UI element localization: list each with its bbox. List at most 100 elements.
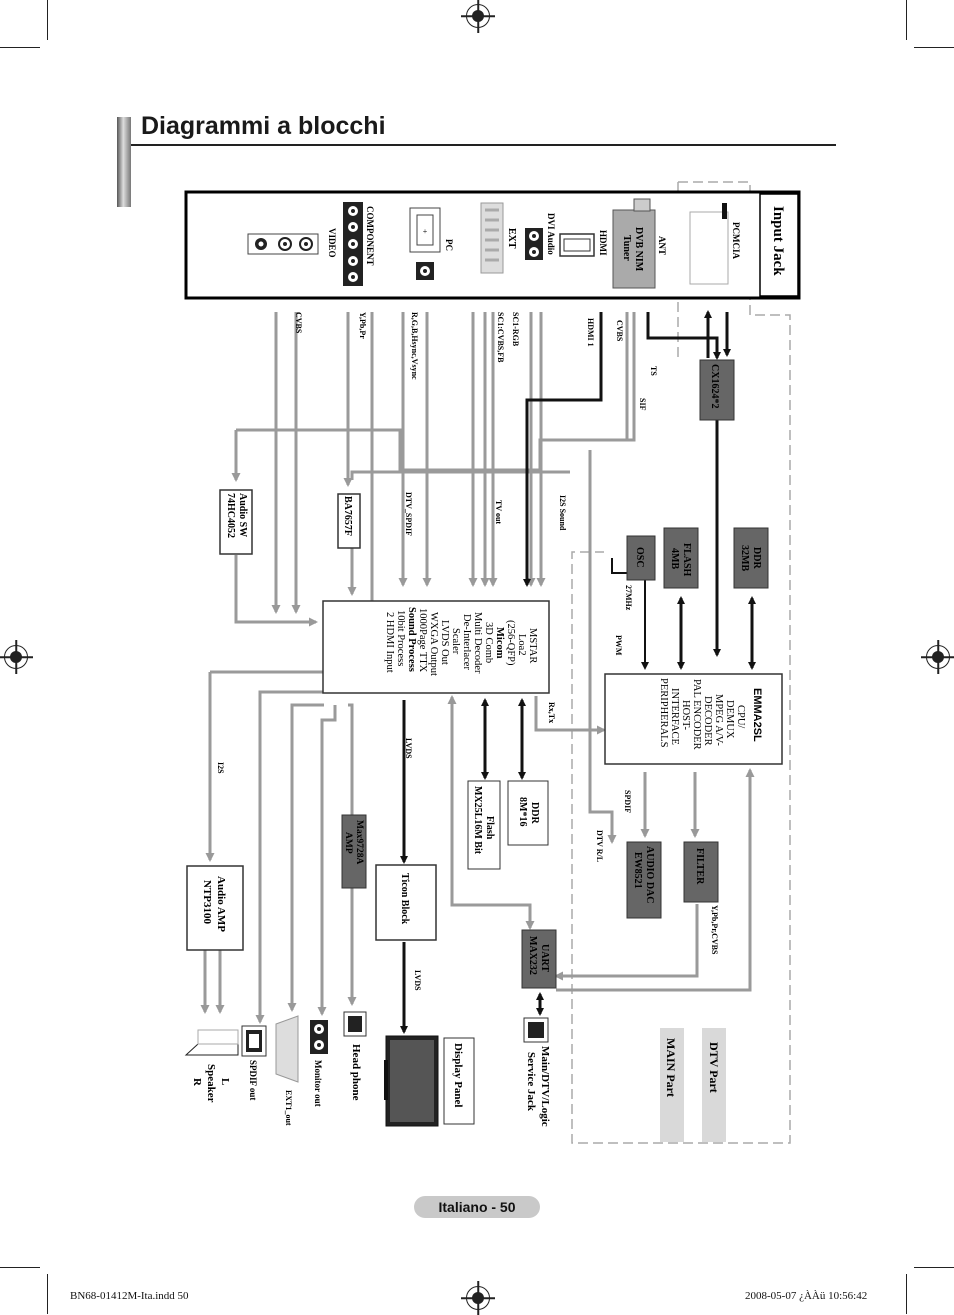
mstar-line: WXGA Output: [428, 612, 439, 676]
audio-amp-label-2: NTP3100: [201, 880, 213, 925]
svg-text:+: +: [423, 227, 428, 236]
crop-mark: [914, 47, 954, 48]
display-panel-label-box: [443, 1037, 475, 1125]
max9728a-amp-block: [341, 814, 367, 889]
legend-dtv-part-label: DTV Part: [707, 1042, 721, 1093]
audio-sw-label-2: 74HC4052: [225, 493, 236, 538]
speaker-r-label: R: [191, 1078, 203, 1087]
ext-label: EXT: [506, 228, 517, 249]
signal-ypbpr: Y,Pb,Pr: [358, 312, 367, 339]
ext1-out-label: EXT1_out: [284, 1090, 293, 1126]
mstar-line: Micom: [494, 627, 505, 659]
emma2sl-line: DECODER: [702, 696, 713, 746]
flash4-block: [663, 527, 699, 589]
signal-lvds-1: LVDS: [404, 738, 413, 759]
emma2sl-title: EMMA2SL: [751, 688, 763, 742]
flash-mx-label-2: MX25L16M Bit: [472, 786, 483, 855]
dvi-audio-label: DVI Audio: [546, 213, 556, 255]
hdmi-label: HDMI: [598, 230, 608, 256]
uart-block: [521, 929, 557, 989]
mstar-line: 2 HDMI Input: [384, 612, 395, 673]
component-label: COMPONENT: [365, 206, 375, 266]
emma2sl-line: DEMUX: [724, 700, 735, 739]
audio-dac-block: [626, 841, 662, 919]
signal-dtv-rl: DTV R/L: [595, 830, 604, 862]
pcmcia-label: PCMCIA: [731, 222, 741, 259]
spdif-out-label: SPDIF out: [248, 1060, 258, 1100]
osc-block: [626, 535, 656, 581]
pc-audio-jack-icon: [416, 262, 434, 280]
mstar-line: 1000Page TTX: [417, 608, 428, 673]
crop-mark: [906, 1274, 907, 1314]
ant-label: ANT: [657, 236, 667, 255]
speaker-label: Speaker: [205, 1064, 217, 1103]
pc-label: PC: [444, 239, 454, 251]
ticon-block: [375, 864, 437, 941]
ddr8-block: [507, 780, 549, 846]
crop-mark: [0, 47, 40, 48]
signal-hdmi1: HDMI 1: [586, 318, 595, 347]
emma2sl-line: MPEG A/V-: [713, 694, 724, 746]
mstar-line: MSTAR: [527, 628, 538, 663]
audio-amp-block: [186, 865, 244, 951]
speaker-icon: [184, 1029, 239, 1056]
video-label: VIDEO: [327, 228, 337, 258]
pc-vga-connector-icon: +: [409, 207, 441, 253]
mstar-line: Loa2: [516, 634, 527, 656]
signal-27mhz: 27MHz: [624, 585, 633, 611]
signal-sif: SIF: [638, 398, 647, 411]
ddr32-block: [733, 527, 769, 589]
title-rule: [131, 144, 836, 146]
cx1624-label: CX1624*2: [709, 364, 720, 408]
ba7657f-block: [337, 493, 361, 549]
input-jack-title: Input Jack: [770, 206, 786, 276]
signal-dtv-spdif: DTV_SPDIF: [404, 492, 413, 536]
ext1-out-scart-icon: [275, 1015, 299, 1083]
mstar-line: LVDS Out: [439, 620, 450, 665]
legend-main-part-label: MAIN Part: [664, 1038, 678, 1097]
registration-mark-icon: [466, 1286, 490, 1310]
flash-mx-block: [467, 780, 501, 870]
emma2sl-line: CPU/: [735, 705, 746, 728]
legend-main-part: [660, 1028, 684, 1142]
tuner-label-1: DVB NIM: [633, 227, 644, 272]
ba7657f-label: BA7657F: [342, 496, 353, 536]
display-panel-label: Display Panel: [452, 1043, 464, 1107]
legend-dtv-part: [702, 1028, 726, 1142]
filter-block: [683, 841, 719, 903]
hdmi-connector-icon: [559, 233, 595, 257]
dvi-audio-jack-icon: [525, 228, 543, 260]
signal-lvds-2: LVDS: [413, 970, 422, 991]
signal-ypbpr-cvbs: Y,Pb,Pr,CVBS: [710, 905, 719, 955]
mstar-line: 10bit Process: [395, 610, 406, 666]
crop-mark: [47, 0, 48, 40]
head-phone-jack-icon: [343, 1011, 367, 1037]
flash-mx-label-1: Flash: [484, 816, 495, 840]
audio-dac-label-1: AUDIO DAC: [644, 846, 655, 904]
emma2sl-line: INTERFACE: [669, 688, 680, 745]
mstar-line: 3D Comb: [483, 622, 494, 663]
service-jack-icon: [523, 1017, 549, 1043]
signal-spdif: SPDIF: [623, 790, 632, 813]
audio-sw-block: [219, 489, 253, 555]
signal-pwm: PWM: [614, 635, 623, 656]
emma2sl-line: HOST-: [680, 700, 691, 730]
registration-mark-icon: [4, 645, 28, 669]
ddr8-label-1: DDR: [529, 802, 540, 824]
signal-ts: TS: [649, 366, 658, 376]
flash4-label-2: 4MB: [669, 548, 680, 569]
head-phone-label: Head phone: [350, 1044, 362, 1101]
input-jack-title-box: [759, 193, 799, 297]
antenna-connector-icon: [633, 198, 651, 212]
video-jack-icon: [247, 233, 319, 255]
scart-connector-icon: [480, 202, 504, 274]
mstar-line: Multi Decoder: [472, 612, 483, 674]
ddr32-label-1: DDR: [751, 547, 762, 569]
mstar-line: (256-QFP): [505, 620, 516, 666]
mstar-line: Scaler: [450, 628, 461, 655]
audio-sw-label-1: Audio SW: [237, 493, 248, 537]
audio-dac-label-2: EW8521: [632, 852, 643, 889]
crop-mark: [906, 0, 907, 40]
signal-rx-tx: Rx,Tx: [547, 702, 556, 723]
